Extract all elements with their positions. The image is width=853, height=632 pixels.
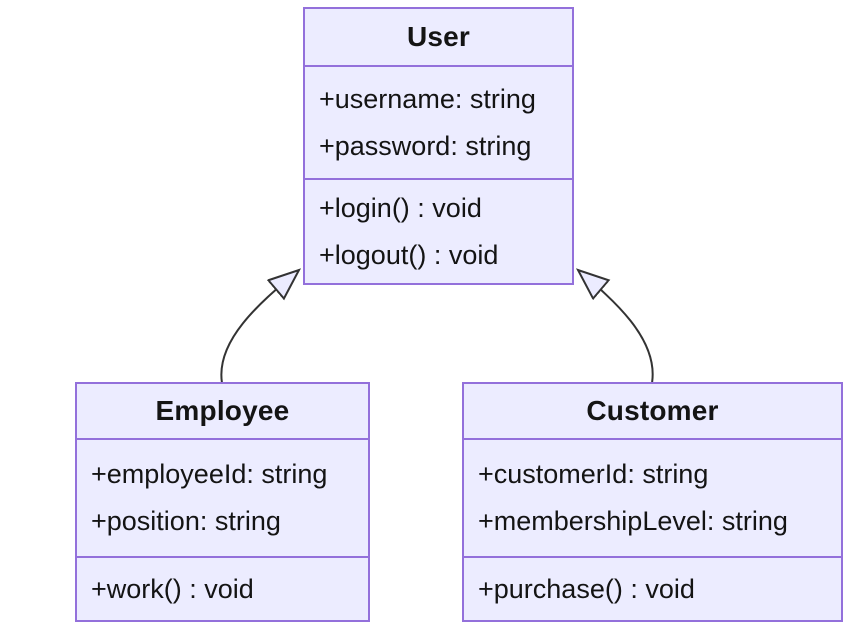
class-method: +work() : void	[91, 573, 254, 604]
inheritance-arrow-customer-to-user	[578, 270, 654, 384]
inheritance-arrow-employee-to-user	[220, 270, 299, 384]
class-method: +logout() : void	[319, 239, 499, 270]
class-attribute: +employeeId: string	[91, 459, 328, 489]
class-method: +purchase() : void	[478, 573, 695, 604]
class-title: User	[305, 9, 572, 67]
class-attribute: +customerId: string	[478, 459, 709, 489]
class-attribute: +membershipLevel: string	[478, 506, 788, 536]
class-attributes-section: +customerId: string +membershipLevel: st…	[464, 440, 841, 558]
class-box-employee: Employee +employeeId: string +position: …	[75, 382, 370, 622]
class-methods-section: +work() : void	[77, 558, 368, 620]
class-attribute: +position: string	[91, 506, 281, 536]
class-title: Customer	[464, 384, 841, 440]
class-attributes-section: +employeeId: string +position: string	[77, 440, 368, 558]
class-box-user: User +username: string +password: string…	[303, 7, 574, 285]
class-attributes-section: +username: string +password: string	[305, 67, 572, 180]
class-box-customer: Customer +customerId: string +membership…	[462, 382, 843, 622]
class-title: Employee	[77, 384, 368, 440]
class-attribute: +username: string	[319, 83, 536, 114]
class-attribute: +password: string	[319, 130, 532, 161]
class-method: +login() : void	[319, 192, 482, 223]
class-methods-section: +purchase() : void	[464, 558, 841, 620]
class-methods-section: +login() : void +logout() : void	[305, 180, 572, 283]
